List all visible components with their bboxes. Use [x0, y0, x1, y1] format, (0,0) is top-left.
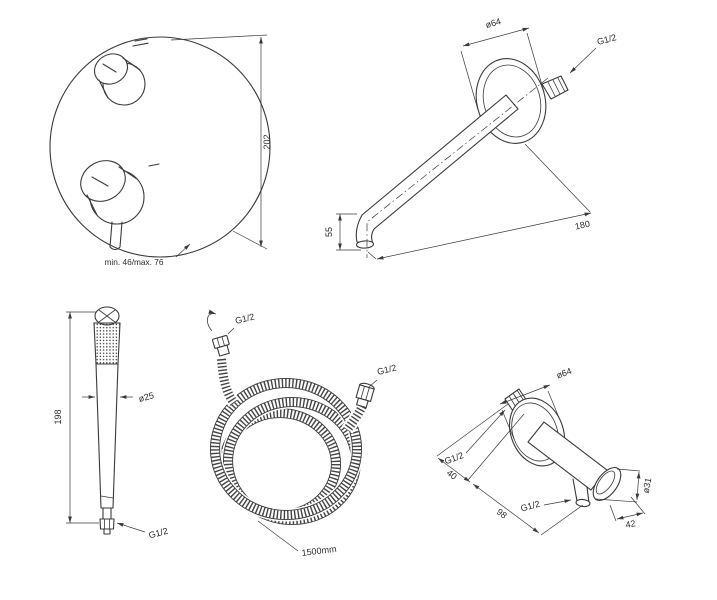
wand-spray-band — [93, 322, 121, 365]
wand-handle — [95, 363, 119, 509]
spout-thread-label: G1/2 — [569, 32, 617, 74]
elbow-offset-dimension: 42 — [609, 496, 646, 530]
elbow-outlet-stub — [572, 478, 591, 508]
elbow-reach-dimension: 98 — [472, 483, 540, 534]
dim-wand-thread: G1/2 — [148, 526, 169, 541]
wand-length-dimension: 198 — [53, 311, 99, 524]
wall-spout-drawing: ø64 G1/2 180 55 — [324, 16, 617, 260]
dim-spout-thread: G1/2 — [596, 32, 617, 47]
elbow-flange-rim — [511, 402, 559, 462]
dim-elbow-flange: ø64 — [555, 366, 573, 381]
mixer-height-dimension: 202 — [170, 34, 272, 250]
hose-lead-side — [341, 403, 369, 434]
mixer-plate-drawing: 202 min. 46/max. 76 — [49, 34, 272, 267]
spout-thread-connector — [541, 75, 569, 100]
dim-elbow-thread-wall: G1/2 — [443, 450, 465, 466]
spout-tube — [355, 94, 519, 245]
wand-connector — [99, 507, 115, 535]
spout-flange-dimension: ø64 — [460, 16, 545, 111]
dim-elbow-offset: 42 — [625, 518, 637, 530]
elbow-body — [527, 421, 608, 491]
dim-hose-thread-top: G1/2 — [234, 312, 255, 326]
mixer-plate-face — [49, 36, 271, 258]
wand-thread-label: G1/2 — [116, 522, 169, 541]
elbow-holder-face — [592, 466, 622, 502]
dim-hose-length: 1500mm — [301, 544, 337, 558]
dim-elbow-holder: ø31 — [641, 477, 654, 494]
mixer-lever — [109, 221, 123, 251]
hose-side-thread-label: G1/2 — [368, 363, 397, 388]
elbow-holder-dimension: ø31 — [595, 468, 654, 503]
dim-mixer-depth: min. 46/max. 76 — [104, 257, 163, 267]
elbow-wall-thread-label: G1/2 — [443, 409, 506, 466]
dim-wand-diameter: ø25 — [137, 390, 155, 404]
hose-top-thread-label: G1/2 — [227, 312, 255, 335]
spout-reach-dimension: 180 — [367, 143, 592, 260]
spout-centerline — [366, 77, 549, 258]
spout-flange-rim — [482, 64, 542, 138]
plate-markings — [132, 38, 160, 167]
dim-wand-length: 198 — [53, 409, 63, 424]
dim-spout-drop: 55 — [324, 227, 334, 237]
elbow-depth-dimension: 40 — [436, 403, 584, 536]
dim-elbow-thread-outlet: G1/2 — [519, 499, 541, 514]
hose-top-fitting — [206, 309, 230, 357]
dim-mixer-height: 202 — [262, 134, 272, 149]
hose-coil — [208, 358, 369, 527]
spout-outlet — [355, 240, 375, 249]
hose-side-fitting — [355, 382, 375, 409]
wand-diameter-dimension: ø25 — [82, 390, 155, 404]
dim-spout-reach: 180 — [574, 219, 591, 232]
hose-lead-top — [215, 358, 240, 407]
dim-hose-thread-side: G1/2 — [376, 363, 397, 377]
wand-top-cross — [98, 309, 116, 323]
mixer-top-knob — [93, 53, 146, 106]
elbow-outlet-thread-label: G1/2 — [519, 499, 572, 514]
spout-drop-dimension: 55 — [324, 213, 361, 251]
mixer-bottom-knob — [80, 160, 145, 251]
dim-spout-flange: ø64 — [484, 16, 502, 30]
shower-hose-drawing: G1/2 G1/2 1500mm — [206, 309, 397, 558]
mixer-depth-dimension: min. 46/max. 76 — [104, 243, 191, 267]
dim-elbow-reach: 98 — [495, 507, 509, 521]
hose-length-label: 1500mm — [257, 520, 337, 558]
wall-elbow-drawing: ø64 G1/2 40 98 G1/2 ø31 42 — [436, 366, 654, 536]
dim-elbow-depth: 40 — [445, 468, 459, 482]
hand-shower-drawing: 198 ø25 G1/2 — [53, 306, 169, 541]
